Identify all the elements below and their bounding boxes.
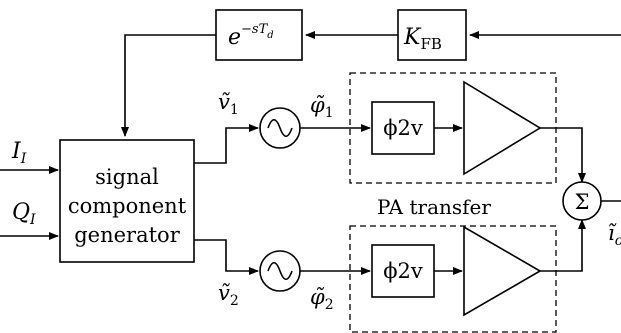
scg-label-line1: signal [95,165,159,189]
amplifier-triangle-2 [463,225,542,317]
delay-label: e−sTd [228,22,274,50]
input-i-label: II [11,139,27,167]
delay-block [215,9,303,61]
phase-to-voltage-label-2: ϕ2v [383,259,423,283]
phase-to-voltage-label-1: ϕ2v [383,116,423,140]
feedback-gain-label: KFB [403,25,442,53]
scg-label-line2: component [68,194,187,218]
signal-component-generator-block [59,139,195,263]
amplifier-triangle-1 [463,80,542,176]
scg-label-line3: generator [74,223,180,247]
v1-wire [194,124,259,164]
sine-wave-icon-1 [267,118,293,138]
pa-transfer-label: PA transfer [377,195,491,219]
pa-transfer-box-lower [349,225,557,333]
phase-to-voltage-block-1 [371,101,435,155]
delay-to-generator-wire [121,34,216,137]
amp2-to-sum-wire [540,219,586,272]
feedback-gain-block [397,9,467,61]
phi1-label: φ̃1 [310,93,334,121]
summation-symbol: Σ [575,190,590,214]
input-q-label: QI [12,200,36,228]
sine-wave-icon-2 [267,261,293,281]
output-label: ĩo [608,221,621,249]
v1-label: ṽ1 [218,90,239,118]
phase-to-voltage-block-2 [371,244,435,298]
phi2-label: φ̃2 [310,285,334,313]
amp1-to-sum-wire [540,127,586,183]
v2-wire [194,239,259,275]
v2-label: ṽ2 [218,281,239,309]
